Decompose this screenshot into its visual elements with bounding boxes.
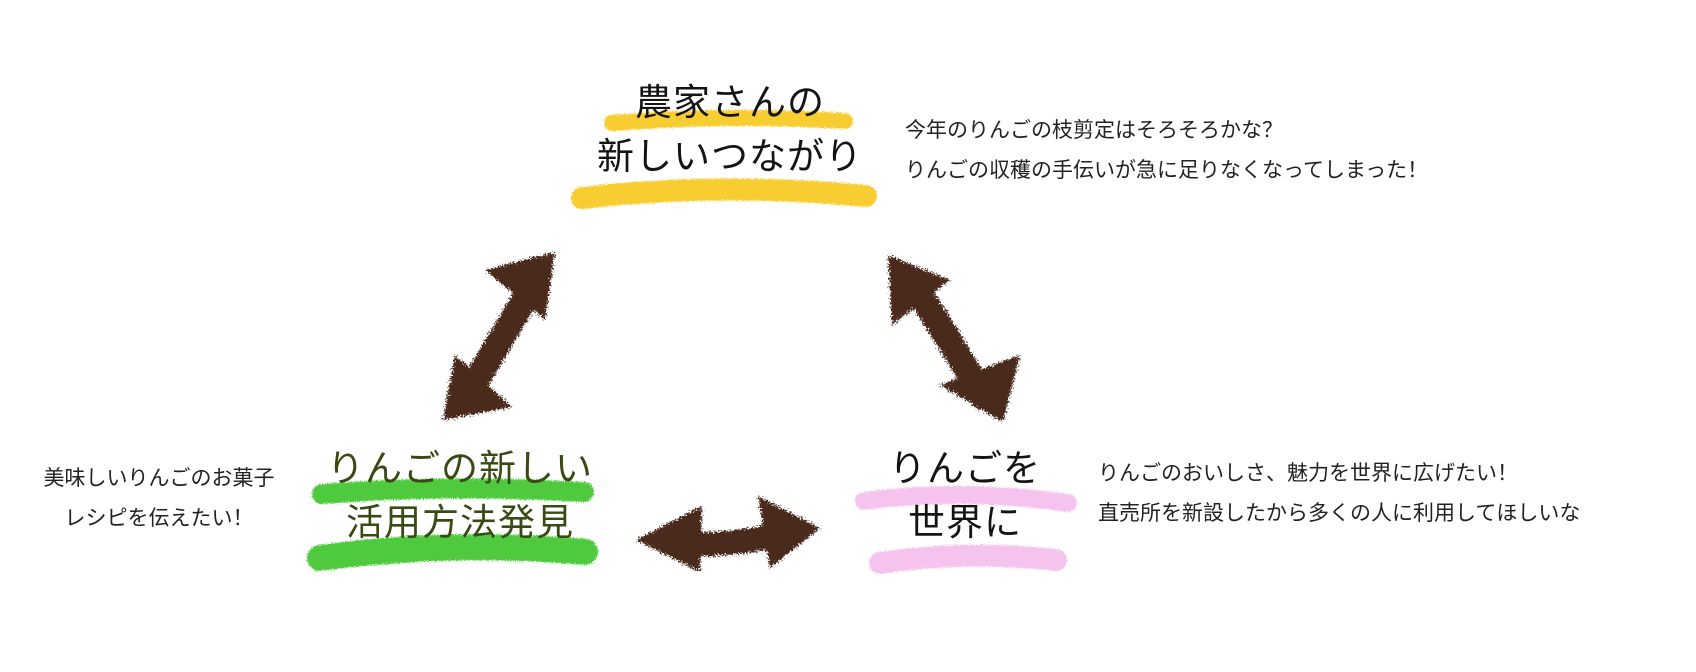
node-usage-title-line-1: りんごの新しい — [327, 447, 593, 490]
node-usage-title-line-2: 活用方法発見 — [346, 501, 574, 544]
node-usage-title: りんごの新しい 活用方法発見 — [300, 442, 620, 550]
highlight-usage — [307, 478, 598, 571]
caption-world-line-1: りんごのおいしさ、魅力を世界に広げたい！ — [1098, 461, 1518, 485]
caption-farmer-line-2: りんごの収穫の手伝いが急に足りなくなってしまった！ — [905, 158, 1429, 182]
caption-farmer-line-1: 今年のりんごの枝剪定はそろそろかな？ — [905, 118, 1283, 142]
node-world-title: りんごを 世界に — [845, 442, 1085, 550]
highlight-world — [855, 485, 1077, 574]
node-farmer-title: 農家さんの 新しいつながり — [570, 76, 890, 184]
caption-world-line-2: 直売所を新設したから多くの人に利用してほしいな — [1098, 501, 1581, 525]
caption-usage-line-2: レシピを伝えたい！ — [64, 506, 254, 530]
arrow-usage-world — [636, 496, 820, 572]
arrow-farmer-world — [888, 255, 1020, 422]
caption-usage: 美味しいりんごのお菓子 レシピを伝えたい！ — [14, 458, 304, 538]
caption-world: りんごのおいしさ、魅力を世界に広げたい！ 直売所を新設したから多くの人に利用して… — [1098, 453, 1580, 533]
node-world-title-line-2: 世界に — [908, 501, 1022, 544]
node-world-title-line-1: りんごを — [889, 447, 1041, 490]
highlight-farmer — [571, 109, 877, 209]
node-farmer-title-line-1: 農家さんの — [635, 81, 825, 124]
caption-usage-line-1: 美味しいりんごのお菓子 — [43, 466, 275, 490]
arrow-farmer-usage — [443, 252, 555, 420]
caption-farmer: 今年のりんごの枝剪定はそろそろかな？ りんごの収穫の手伝いが急に足りなくなってし… — [905, 110, 1428, 190]
node-farmer-title-line-2: 新しいつながり — [597, 135, 863, 178]
